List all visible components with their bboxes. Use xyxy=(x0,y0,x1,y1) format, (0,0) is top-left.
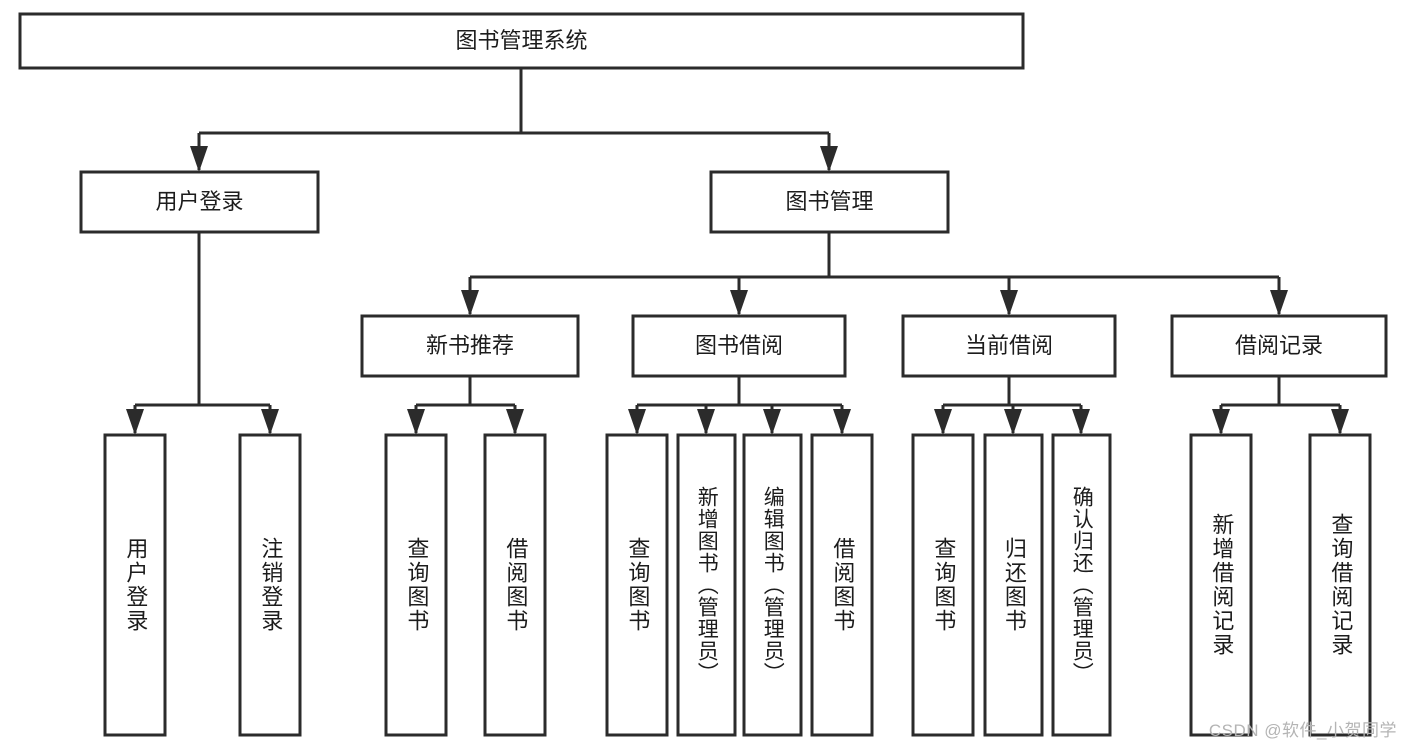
arrow-head-icon xyxy=(763,409,781,435)
node-label-book-borrow: 图书借阅 xyxy=(695,333,783,358)
arrow-head-icon xyxy=(1270,290,1288,316)
node-box-root[interactable] xyxy=(18,12,1025,70)
node-box-leaf-confirm-return[interactable] xyxy=(1051,433,1112,737)
arrow-head-icon xyxy=(190,146,208,172)
arrow-head-icon xyxy=(506,409,524,435)
arrow-head-icon xyxy=(1212,409,1230,435)
arrow-head-icon xyxy=(1004,409,1022,435)
node-label-current-borrow: 当前借阅 xyxy=(965,333,1053,358)
node-box-leaf-user-logout[interactable] xyxy=(238,433,302,737)
arrow-head-icon xyxy=(1331,409,1349,435)
node-box-leaf-borrow-book-1[interactable] xyxy=(483,433,547,737)
node-box-leaf-query-book-3[interactable] xyxy=(911,433,975,737)
arrow-head-icon xyxy=(461,290,479,316)
node-box-leaf-user-login[interactable] xyxy=(103,433,167,737)
node-label-borrow-record: 借阅记录 xyxy=(1235,333,1323,358)
node-label-root: 图书管理系统 xyxy=(455,28,587,53)
node-box-user-login[interactable] xyxy=(79,170,320,234)
node-box-leaf-query-record[interactable] xyxy=(1308,433,1372,737)
node-label-user-login: 用户登录 xyxy=(155,189,243,214)
node-box-borrow-record[interactable] xyxy=(1170,314,1388,378)
node-box-new-book-recommend[interactable] xyxy=(360,314,580,378)
connector-layer xyxy=(126,68,1349,435)
arrow-head-icon xyxy=(261,409,279,435)
arrow-head-icon xyxy=(1072,409,1090,435)
node-box-leaf-borrow-book-2[interactable] xyxy=(810,433,874,737)
arrow-head-icon xyxy=(1000,290,1018,316)
node-box-leaf-add-book[interactable] xyxy=(676,433,737,737)
arrow-head-icon xyxy=(126,409,144,435)
node-label-new-book-recommend: 新书推荐 xyxy=(426,333,514,358)
watermark-text: CSDN @软件_小贺同学 xyxy=(1208,721,1397,740)
node-box-leaf-return-book[interactable] xyxy=(983,433,1044,737)
node-box-book-manage[interactable] xyxy=(709,170,950,234)
arrow-head-icon xyxy=(820,146,838,172)
node-box-leaf-query-book-1[interactable] xyxy=(384,433,448,737)
arrow-head-icon xyxy=(833,409,851,435)
node-label-book-manage: 图书管理 xyxy=(785,189,873,214)
node-box-leaf-query-book-2[interactable] xyxy=(605,433,669,737)
node-box-leaf-edit-book[interactable] xyxy=(742,433,803,737)
node-box-current-borrow[interactable] xyxy=(901,314,1117,378)
arrow-head-icon xyxy=(730,290,748,316)
arrow-head-icon xyxy=(628,409,646,435)
arrow-head-icon xyxy=(407,409,425,435)
arrow-head-icon xyxy=(697,409,715,435)
node-box-book-borrow[interactable] xyxy=(631,314,847,378)
node-box-leaf-add-record[interactable] xyxy=(1189,433,1253,737)
arrow-head-icon xyxy=(934,409,952,435)
